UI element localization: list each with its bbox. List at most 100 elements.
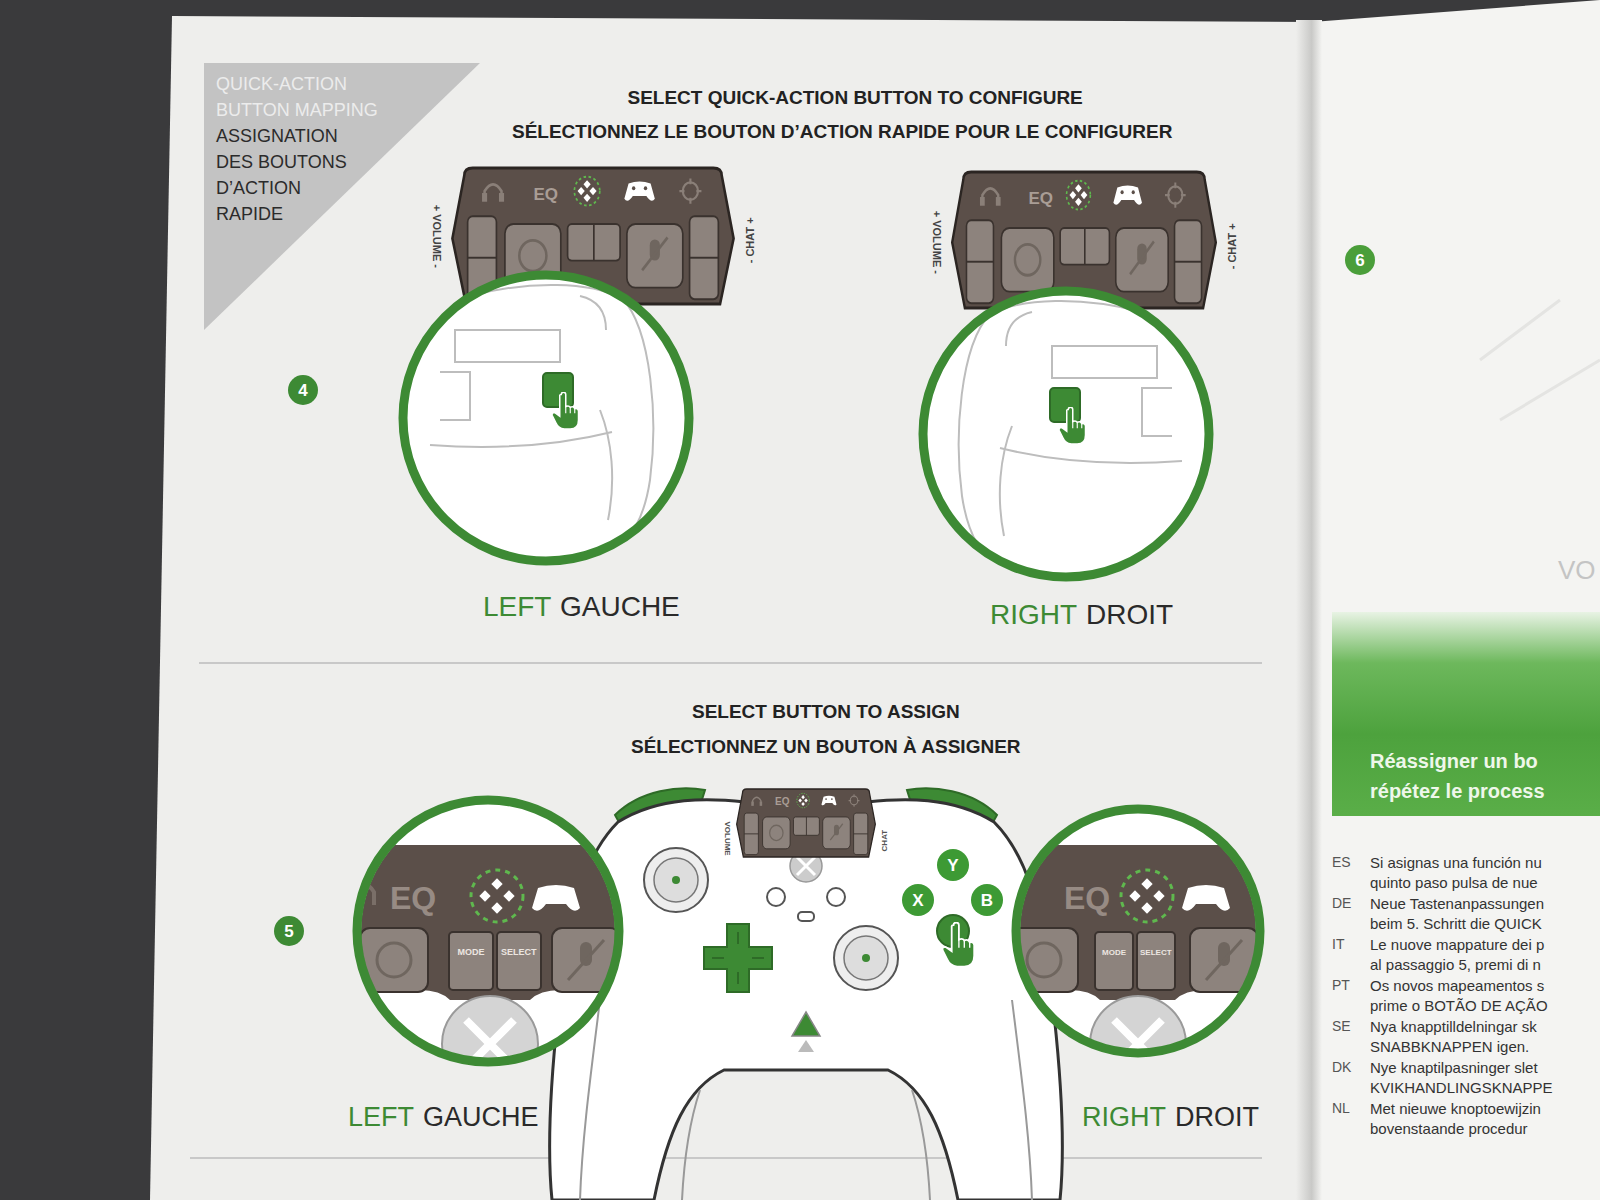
zoom-left xyxy=(503,890,514,901)
language-code: DK xyxy=(1332,1059,1351,1075)
panel-label: EQ xyxy=(534,185,559,205)
faded-heading: QUICK-ACTION BUTTON MAPPING xyxy=(216,71,396,123)
step4-right xyxy=(959,301,1142,572)
step-number: 5 xyxy=(274,916,304,946)
body-text: Si asignas una función nu xyxy=(1370,854,1542,871)
button-letter: B xyxy=(981,892,993,909)
body-text: Nya knapptilldelningar sk xyxy=(1370,1018,1537,1035)
button-label: SELECT xyxy=(1140,948,1172,957)
side-caption: DROIT xyxy=(1175,1102,1259,1133)
step4-left xyxy=(430,285,653,556)
body-text: KVIKHANDLINGSKNAPPE xyxy=(1370,1079,1553,1096)
step4-right xyxy=(923,291,1209,577)
controller xyxy=(580,1000,600,1200)
step4-left xyxy=(455,330,560,362)
step4-right xyxy=(1006,312,1032,346)
step4-left xyxy=(403,275,689,561)
zoom-right xyxy=(1137,932,1175,990)
gutter xyxy=(1296,20,1322,1200)
info-band: Réassigner un borépétez le process xyxy=(1332,612,1600,816)
side-caption: GAUCHE xyxy=(560,591,680,623)
left-page xyxy=(150,16,1312,1200)
controller xyxy=(737,789,876,857)
controller xyxy=(767,888,785,906)
panel-label: EQ xyxy=(1029,189,1054,209)
step4-right xyxy=(959,301,1182,572)
controller xyxy=(704,924,772,992)
band-text: répétez le process xyxy=(1370,776,1600,806)
body-text: al passaggio 5, premi di n xyxy=(1370,956,1541,973)
zoom-left xyxy=(471,870,523,922)
zoom-right xyxy=(1027,943,1061,977)
step-number: 4 xyxy=(288,375,318,405)
step4-right xyxy=(923,291,1209,577)
controller xyxy=(644,848,708,912)
button-letter: X xyxy=(912,892,923,909)
language-code: ES xyxy=(1332,854,1351,870)
zoom-right xyxy=(1095,932,1133,990)
zoom-left xyxy=(491,902,502,913)
body-text: beim 5. Schritt die QUICK xyxy=(1370,915,1542,932)
controller xyxy=(550,800,1063,1200)
zoom-right xyxy=(1141,878,1152,889)
right-page xyxy=(1312,0,1600,1200)
body-text: bovenstaande procedur xyxy=(1370,1120,1528,1137)
controller xyxy=(862,954,870,962)
controller xyxy=(672,876,680,884)
controller xyxy=(798,912,814,921)
zoom-left xyxy=(449,932,493,990)
zoom-left xyxy=(340,845,640,1000)
side-label: CHAT xyxy=(880,829,889,851)
section-tab: QUICK-ACTION BUTTON MAPPINGASSIGNATION D… xyxy=(204,63,480,330)
zoom-right xyxy=(1016,809,1260,1053)
zoom-right xyxy=(1182,885,1230,911)
controller xyxy=(844,936,888,980)
faint-figure xyxy=(1480,300,1600,420)
step-number: 6 xyxy=(1345,245,1375,275)
body-text: prime o BOTÃO DE AÇÃO xyxy=(1370,997,1548,1014)
zoom-right xyxy=(1206,940,1242,980)
step4-right xyxy=(1000,426,1012,536)
controller xyxy=(943,923,975,967)
zoom-label: EQ xyxy=(1064,880,1110,917)
step4-left xyxy=(543,373,573,407)
separator xyxy=(190,1157,1262,1159)
face-button: B xyxy=(971,884,1003,916)
zoom-left xyxy=(497,932,541,990)
zoom-left xyxy=(377,943,411,977)
panel-label: EQ xyxy=(775,796,789,808)
side-caption: LEFT xyxy=(348,1102,414,1133)
tab-shape xyxy=(204,63,480,330)
controller xyxy=(1012,1000,1032,1200)
button-letter: Y xyxy=(947,857,958,874)
step-digit: 6 xyxy=(1355,252,1364,269)
zoom-left xyxy=(357,800,619,1062)
step-digit: 5 xyxy=(284,923,293,940)
step4-left xyxy=(403,168,734,561)
step4-right xyxy=(1000,448,1182,463)
zoom-left xyxy=(340,800,640,1092)
controller xyxy=(792,1012,820,1036)
step4-right xyxy=(1142,388,1172,436)
zoom-right xyxy=(1121,870,1173,922)
step4-right xyxy=(1059,407,1085,444)
side-label: - CHAT + xyxy=(1226,223,1239,269)
step-digit: 4 xyxy=(298,382,307,399)
language-code: PT xyxy=(1332,977,1350,993)
button-label: MODE xyxy=(458,947,485,957)
step4-right xyxy=(1050,388,1080,422)
controller xyxy=(798,1040,814,1052)
zoom-right xyxy=(1153,890,1164,901)
side-caption: DROIT xyxy=(1086,599,1173,631)
zoom-right xyxy=(1141,902,1152,913)
step4-left xyxy=(580,296,606,330)
language-code: NL xyxy=(1332,1100,1350,1116)
step4-right xyxy=(923,172,1216,577)
side-label: VOLUME xyxy=(723,821,732,855)
body-text: Os novos mapeamentos s xyxy=(1370,977,1544,994)
faded-heading: VO xyxy=(1558,556,1596,586)
button-label: SELECT xyxy=(501,947,537,957)
body-text: Nye knaptilpasninger slet xyxy=(1370,1059,1538,1076)
step4-right xyxy=(959,301,1182,572)
